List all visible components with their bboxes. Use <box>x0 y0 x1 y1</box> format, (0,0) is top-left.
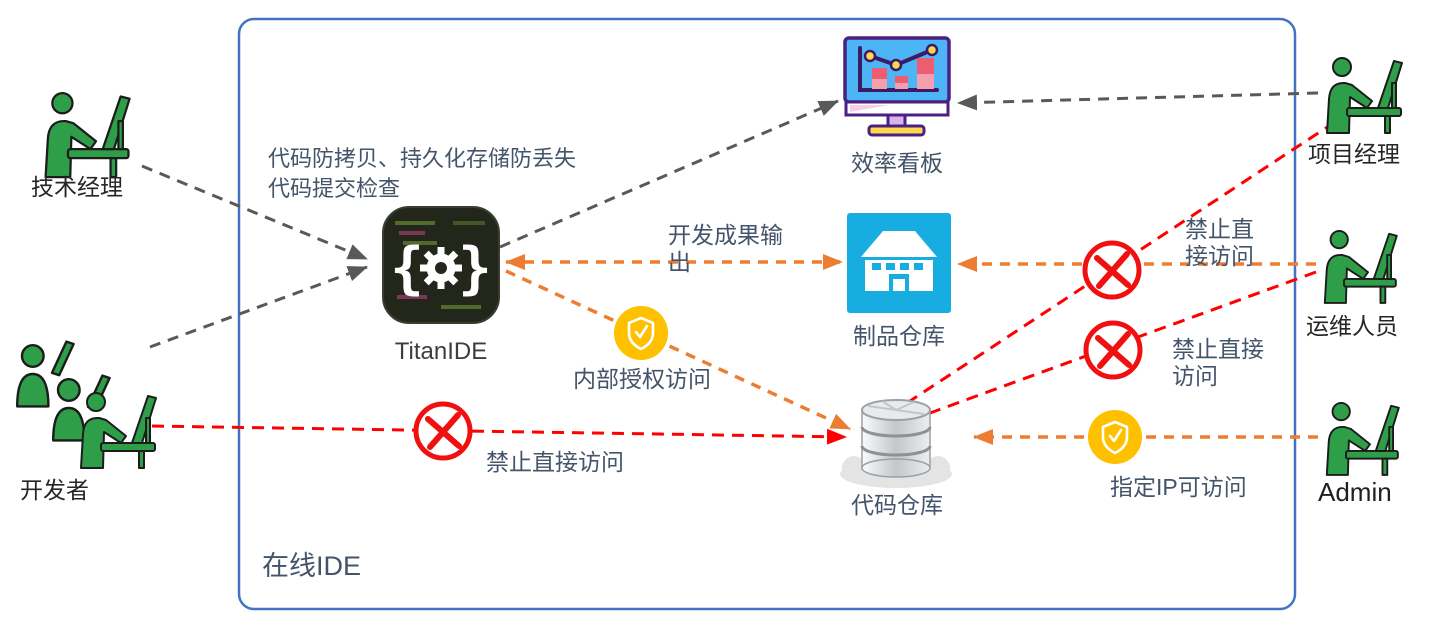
titanide-note-line2: 代码提交检查 <box>268 176 401 201</box>
online-ide-boundary-label: 在线IDE <box>262 551 362 581</box>
titanide-label: TitanIDE <box>394 338 488 365</box>
forbid-direct-pm-label: 禁止直接访问 <box>1185 216 1254 269</box>
person-at-desk-icon <box>1326 57 1403 134</box>
project-manager-label: 项目经理 <box>1308 141 1400 167</box>
forbid-direct-dev-label: 禁止直接访问 <box>486 449 624 475</box>
person-at-desk-icon <box>1325 401 1400 476</box>
database-cloud-icon <box>840 399 952 488</box>
online-ide-boundary <box>237 17 1297 611</box>
warehouse-icon <box>847 213 951 313</box>
code-repo-label: 代码仓库 <box>851 492 943 518</box>
yellow-shield-check-icon <box>1086 408 1144 466</box>
developer-group-icon <box>16 340 157 469</box>
internal-auth-edge-label: 内部授权访问 <box>573 366 711 392</box>
admin-label: Admin <box>1318 477 1392 507</box>
svg-text:}: } <box>458 236 492 301</box>
edge-developer-to-coderepo-forbidden <box>151 424 847 445</box>
artifact-repo-label: 制品仓库 <box>853 323 945 349</box>
red-cross-circle-icon <box>1085 243 1139 297</box>
edge-projectmanager-to-coderepo-forbidden <box>877 120 1336 424</box>
tech-manager-label: 技术经理 <box>31 174 123 200</box>
person-at-desk-icon <box>44 92 131 179</box>
svg-text:{: { <box>390 236 424 301</box>
dev-output-edge-label: 开发成果输出 <box>668 222 783 275</box>
yellow-shield-check-icon <box>612 304 670 362</box>
ops-staff-label: 运维人员 <box>1306 313 1398 339</box>
edge-titanide-to-dashboard <box>499 99 839 249</box>
titanide-note-line1: 代码防拷贝、持久化存储防丢失 <box>268 146 577 171</box>
titanide-gear-braces-icon: { } <box>382 206 500 324</box>
forbid-direct-ops-label: 禁止直接访问 <box>1172 336 1264 389</box>
red-cross-circle-icon <box>416 404 470 458</box>
red-cross-circle-icon <box>1086 323 1140 377</box>
edge-titanide-to-coderepo <box>505 269 851 431</box>
developer-label: 开发者 <box>20 477 89 503</box>
edge-ops-to-coderepo-forbidden <box>877 270 1317 434</box>
edge-techmanager-to-titanide <box>141 164 368 261</box>
person-at-desk-icon <box>1323 230 1398 304</box>
edge-developer-to-titanide <box>149 265 368 349</box>
ip-allow-edge-label: 指定IP可访问 <box>1110 474 1247 500</box>
chart-monitor-icon <box>843 36 951 137</box>
edge-projectmanager-to-dashboard <box>957 91 1319 111</box>
dashboard-label: 效率看板 <box>851 150 943 176</box>
